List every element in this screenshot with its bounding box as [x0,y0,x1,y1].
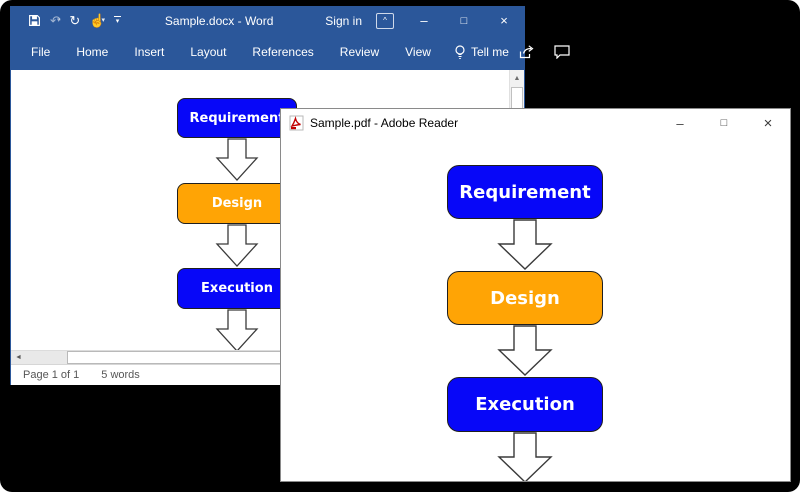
flowchart-node-execution: Execution [447,377,603,432]
tab-file[interactable]: File [31,45,51,59]
flowchart-node-design[interactable]: Design [177,183,297,224]
word-ribbon-tabs: File Home Insert Layout References Revie… [11,34,570,70]
customize-qat-icon[interactable]: ▾ [114,16,122,25]
word-count[interactable]: 5 words [101,369,140,381]
word-titlebar[interactable]: ↶ ▾ ↻ ☝ ▾ ▾ Sample.docx - Word Sign in ^… [11,7,524,34]
down-arrow-icon [497,325,553,376]
adobe-pdf-icon [289,115,304,131]
word-close-button[interactable]: × [500,13,508,28]
tab-references[interactable]: References [252,45,314,59]
pdf-close-button[interactable]: × [763,114,773,132]
ribbon-tab-strip: File Home Insert Layout References Revie… [11,34,444,70]
word-window-title: Sample.docx - Word [164,13,274,28]
undo-icon[interactable]: ↶ [50,13,61,28]
word-minimize-button[interactable]: – [420,13,428,28]
down-arrow-icon [497,432,553,481]
save-icon[interactable] [28,14,41,27]
sign-in-link[interactable]: Sign in [325,13,362,28]
tell-me-label: Tell me [470,45,509,59]
adobe-reader-window: Sample.pdf - Adobe Reader – □ × Requirem… [280,108,791,482]
touch-mode-dropdown-icon[interactable]: ▾ [101,17,106,24]
comments-icon[interactable] [554,45,570,59]
down-arrow-icon [215,138,259,181]
word-window-controls: – □ × [404,7,524,34]
flowchart-node-design: Design [447,271,603,325]
pdf-maximize-button[interactable]: □ [720,117,728,129]
ribbon-display-options-icon[interactable]: ^ [376,12,394,29]
pdf-window-title: Sample.pdf - Adobe Reader [310,116,459,130]
undo-dropdown-icon[interactable]: ▾ [56,17,61,24]
ribbon-right-icons [519,45,586,59]
flowchart-node-execution[interactable]: Execution [177,268,297,309]
tab-review[interactable]: Review [339,45,380,59]
down-arrow-icon [215,224,259,267]
pdf-titlebar[interactable]: Sample.pdf - Adobe Reader – □ × [281,109,790,138]
pdf-minimize-button[interactable]: – [676,115,684,131]
lightbulb-icon [454,44,466,60]
pdf-document-area[interactable]: Requirement Design Execution [281,137,790,481]
quick-access-toolbar: ↶ ▾ ↻ ☝ ▾ ▾ [11,13,122,28]
scroll-up-icon[interactable]: ▲ [510,70,524,86]
pdf-window-controls: – □ × [658,109,790,137]
tab-layout[interactable]: Layout [190,45,227,59]
word-maximize-button[interactable]: □ [460,14,468,27]
page-indicator[interactable]: Page 1 of 1 [23,369,80,381]
tab-insert[interactable]: Insert [134,45,165,59]
down-arrow-icon [215,309,259,350]
scroll-left-icon[interactable]: ◄ [15,354,22,361]
tell-me-box[interactable]: Tell me [444,44,519,60]
flowchart-node-requirement: Requirement [447,165,603,219]
touch-mouse-mode-icon[interactable]: ☝ [89,13,106,28]
redo-icon[interactable]: ↻ [69,13,81,28]
down-arrow-icon [497,219,553,270]
share-icon[interactable] [519,45,536,59]
flowchart-node-requirement[interactable]: Requirement [177,98,297,138]
tab-view[interactable]: View [405,45,431,59]
tab-home[interactable]: Home [76,45,109,59]
